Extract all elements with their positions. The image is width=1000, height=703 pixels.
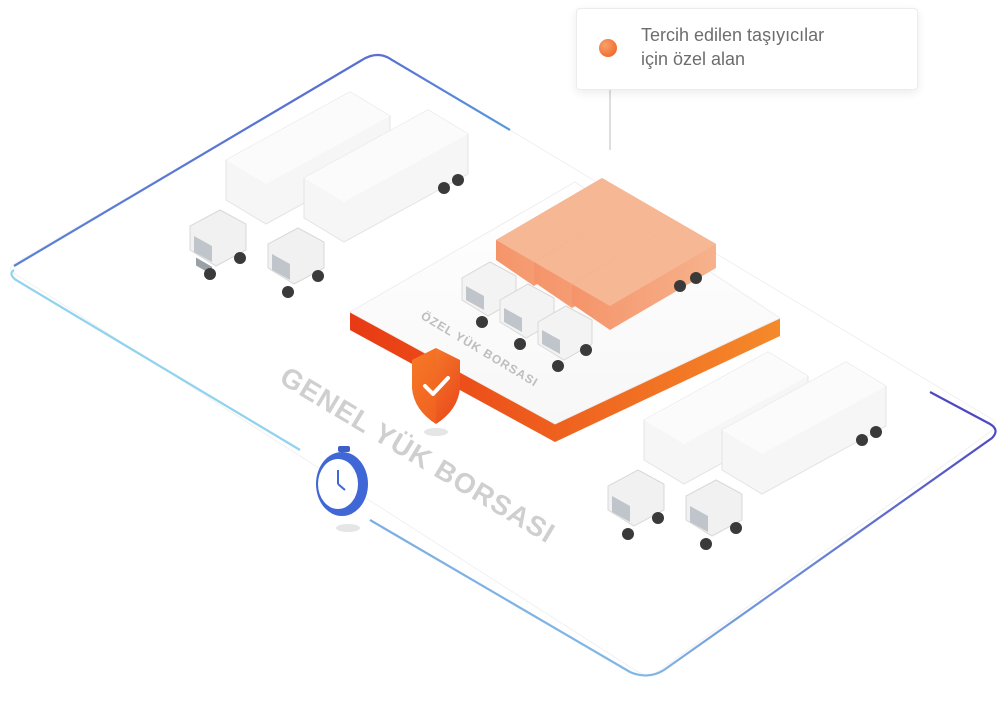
callout-text: Tercih edilen taşıyıcılar için özel alan [641, 23, 911, 71]
frame-edge-left [10, 269, 301, 451]
truck-orange [461, 178, 640, 328]
frame-edge-top [13, 53, 511, 267]
shield-check-icon [412, 348, 460, 436]
truck-group-bottom-right [607, 351, 887, 550]
truck [685, 361, 887, 550]
truck-group-private [461, 178, 716, 372]
bullet-dot-icon [599, 39, 617, 57]
truck [267, 109, 469, 298]
callout-line-2: için özel alan [641, 49, 746, 69]
truck [607, 351, 809, 540]
stopwatch-icon [316, 446, 368, 532]
preferred-carriers-callout: Tercih edilen taşıyıcılar için özel alan [576, 8, 918, 90]
frame-edge-bottom [369, 391, 997, 677]
truck-group-top-left [189, 91, 469, 298]
callout-line-1: Tercih edilen taşıyıcılar [641, 25, 825, 45]
truck [189, 91, 391, 280]
truck-orange [537, 222, 716, 372]
